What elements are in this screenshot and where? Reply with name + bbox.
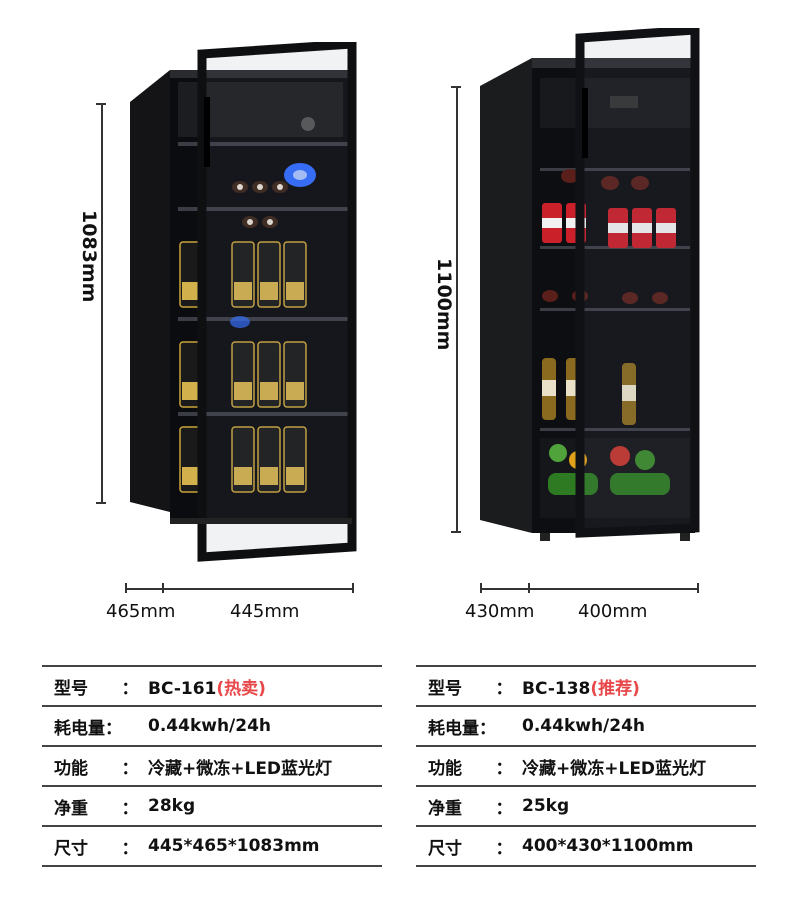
spec-colon: ： xyxy=(121,838,139,859)
left-spec-row-function: 功能 ： 冷藏+微冻+LED蓝光灯 xyxy=(42,745,382,785)
spec-colon: ： xyxy=(495,798,513,819)
spec-value: 445*465*1083mm xyxy=(148,836,320,856)
spec-key: 型号 xyxy=(54,678,88,699)
right-height-label: 1100mm xyxy=(433,258,455,351)
spec-key: 尺寸 xyxy=(54,838,88,859)
left-spec-table: 型号 ： BC-161(热卖) 耗电量： 0.44kwh/24h 功能 ： 冷藏… xyxy=(42,665,382,867)
spec-value: 冷藏+微冻+LED蓝光灯 xyxy=(148,758,333,779)
right-spec-row-weight: 净重 ： 25kg xyxy=(416,785,756,825)
left-width-label: 445mm xyxy=(230,601,300,622)
spec-value: 400*430*1100mm xyxy=(522,836,694,856)
spec-key: 型号 xyxy=(428,678,462,699)
left-spec-row-weight: 净重 ： 28kg xyxy=(42,785,382,825)
right-spec-table: 型号 ： BC-138(推荐) 耗电量： 0.44kwh/24h 功能 ： 冷藏… xyxy=(416,665,756,867)
spec-value: 0.44kwh/24h xyxy=(148,716,272,736)
right-width-label: 400mm xyxy=(578,601,648,622)
hot-sale-badge: (热卖) xyxy=(216,678,266,699)
spec-value-text: BC-161 xyxy=(148,678,217,699)
spec-colon: ： xyxy=(121,678,139,699)
spec-value: 0.44kwh/24h xyxy=(522,716,646,736)
spec-key: 耗电量： xyxy=(428,718,496,739)
left-depth-label: 465mm xyxy=(106,601,176,622)
spec-key: 功能 xyxy=(428,758,462,779)
spec-value: 25kg xyxy=(522,796,570,816)
right-depth-label: 430mm xyxy=(465,601,535,622)
spec-key: 耗电量： xyxy=(54,718,122,739)
recommended-badge: (推荐) xyxy=(590,678,640,699)
spec-colon: ： xyxy=(495,758,513,779)
left-fridge-illustration xyxy=(130,39,357,562)
right-spec-row-size: 尺寸 ： 400*430*1100mm xyxy=(416,825,756,867)
left-height-label: 1083mm xyxy=(78,210,100,303)
spec-key: 功能 xyxy=(54,758,88,779)
spec-value: 冷藏+微冻+LED蓝光灯 xyxy=(522,758,707,779)
spec-key: 净重 xyxy=(54,798,88,819)
spec-colon: ： xyxy=(495,678,513,699)
spec-key: 净重 xyxy=(428,798,462,819)
left-spec-row-model: 型号 ： BC-161(热卖) xyxy=(42,665,382,705)
left-spec-row-power: 耗电量： 0.44kwh/24h xyxy=(42,705,382,745)
spec-value: BC-161(热卖) xyxy=(144,674,382,699)
spec-value: BC-138(推荐) xyxy=(518,674,756,699)
spec-colon: ： xyxy=(121,758,139,779)
spec-value-text: BC-138 xyxy=(522,678,591,699)
left-fridge-image xyxy=(120,39,365,562)
spec-key: 尺寸 xyxy=(428,838,462,859)
right-spec-row-model: 型号 ： BC-138(推荐) xyxy=(416,665,756,705)
right-spec-row-function: 功能 ： 冷藏+微冻+LED蓝光灯 xyxy=(416,745,756,785)
right-fridge-image xyxy=(470,25,710,548)
right-spec-row-power: 耗电量： 0.44kwh/24h xyxy=(416,705,756,745)
spec-colon: ： xyxy=(495,838,513,859)
spec-colon: ： xyxy=(121,798,139,819)
spec-value: 28kg xyxy=(148,796,196,816)
left-spec-row-size: 尺寸 ： 445*465*1083mm xyxy=(42,825,382,867)
right-fridge-illustration xyxy=(480,25,700,541)
